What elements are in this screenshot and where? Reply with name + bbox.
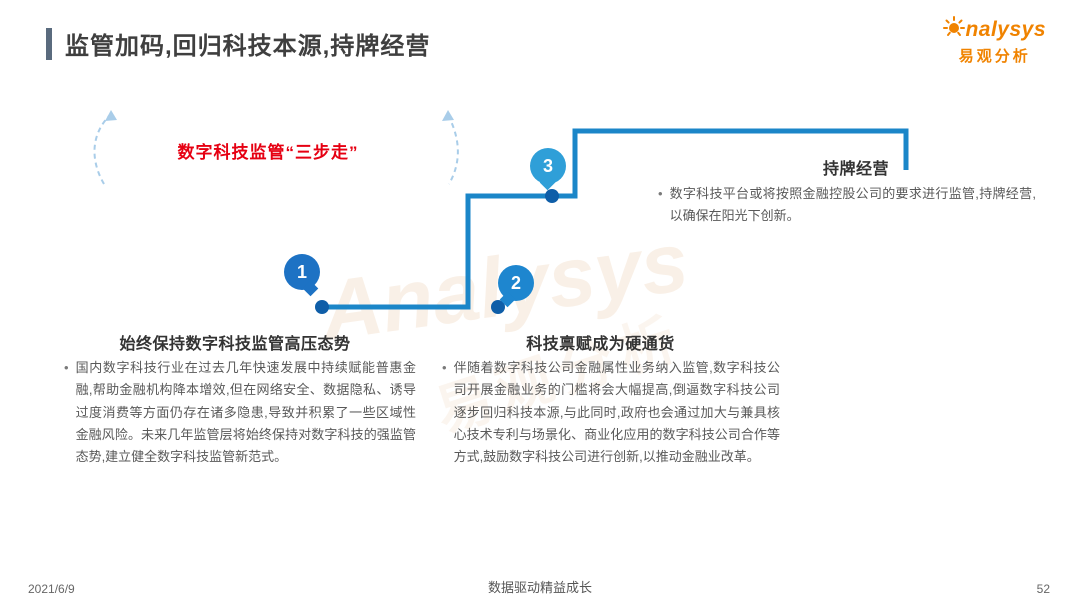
step-1-heading: 始终保持数字科技监管高压态势 — [119, 336, 351, 353]
page-title: 监管加码,回归科技本源,持牌经营 — [65, 33, 431, 60]
bullet-marker: • — [64, 360, 69, 375]
bullet-marker: • — [658, 186, 663, 201]
logo-brand-cn: 易观分析 — [958, 48, 1031, 65]
bullet-marker: • — [442, 360, 447, 375]
footer-date: 2021/6/9 — [28, 582, 75, 596]
analysys-sun-icon — [943, 16, 966, 43]
step-3-body: • 数字科技平台或将按照金融控股公司的要求进行监管,持牌经营,以确保在阳光下创新… — [658, 183, 1036, 228]
step-2-number: 2 — [510, 272, 521, 293]
step-3-heading: 持牌经营 — [822, 161, 889, 178]
step-2-body-text: 伴随着数字科技公司金融属性业务纳入监管,数字科技公司开展金融业务的门槛将会大幅提… — [453, 360, 780, 465]
dashed-arc-left — [93, 114, 111, 185]
step-1-body-text: 国内数字科技行业在过去几年快速发展中持续赋能普惠金融,帮助金融机构降本增效,但在… — [75, 360, 416, 465]
title-accent-bar — [46, 27, 52, 60]
step-2-dot — [491, 300, 505, 314]
three-steps-label: 数字科技监管“三步走” — [177, 143, 359, 162]
step-3-dot — [545, 189, 559, 203]
logo-row: nalysys — [943, 16, 1046, 43]
step-2-body: • 伴随着数字科技公司金融属性业务纳入监管,数字科技公司开展金融业务的门槛将会大… — [442, 357, 780, 469]
arc-right-arrowhead — [442, 110, 454, 121]
step-bubble-3: 3 — [530, 148, 566, 191]
step-3-number: 3 — [542, 155, 553, 176]
step-1-body: • 国内数字科技行业在过去几年快速发展中持续赋能普惠金融,帮助金融机构降本增效,… — [64, 357, 416, 469]
step-bubble-1: 1 — [284, 254, 320, 297]
footer-slogan: 数据驱动精益成长 — [487, 580, 592, 595]
staircase-line — [322, 128, 909, 310]
header: 监管加码,回归科技本源,持牌经营 — [46, 26, 430, 61]
step-bubble-2: 2 — [498, 265, 534, 308]
logo-brand-text: nalysys — [965, 17, 1046, 41]
footer-page-number: 52 — [1036, 582, 1050, 596]
step-1-number: 1 — [296, 261, 307, 282]
arc-left-arrowhead — [105, 110, 117, 121]
step-3-body-text: 数字科技平台或将按照金融控股公司的要求进行监管,持牌经营,以确保在阳光下创新。 — [669, 186, 1036, 224]
analysys-logo: nalysys 易观分析 — [943, 16, 1046, 66]
dashed-arc-right — [447, 114, 459, 185]
step-1-dot — [315, 300, 329, 314]
step-2-heading: 科技禀赋成为硬通货 — [526, 336, 675, 353]
